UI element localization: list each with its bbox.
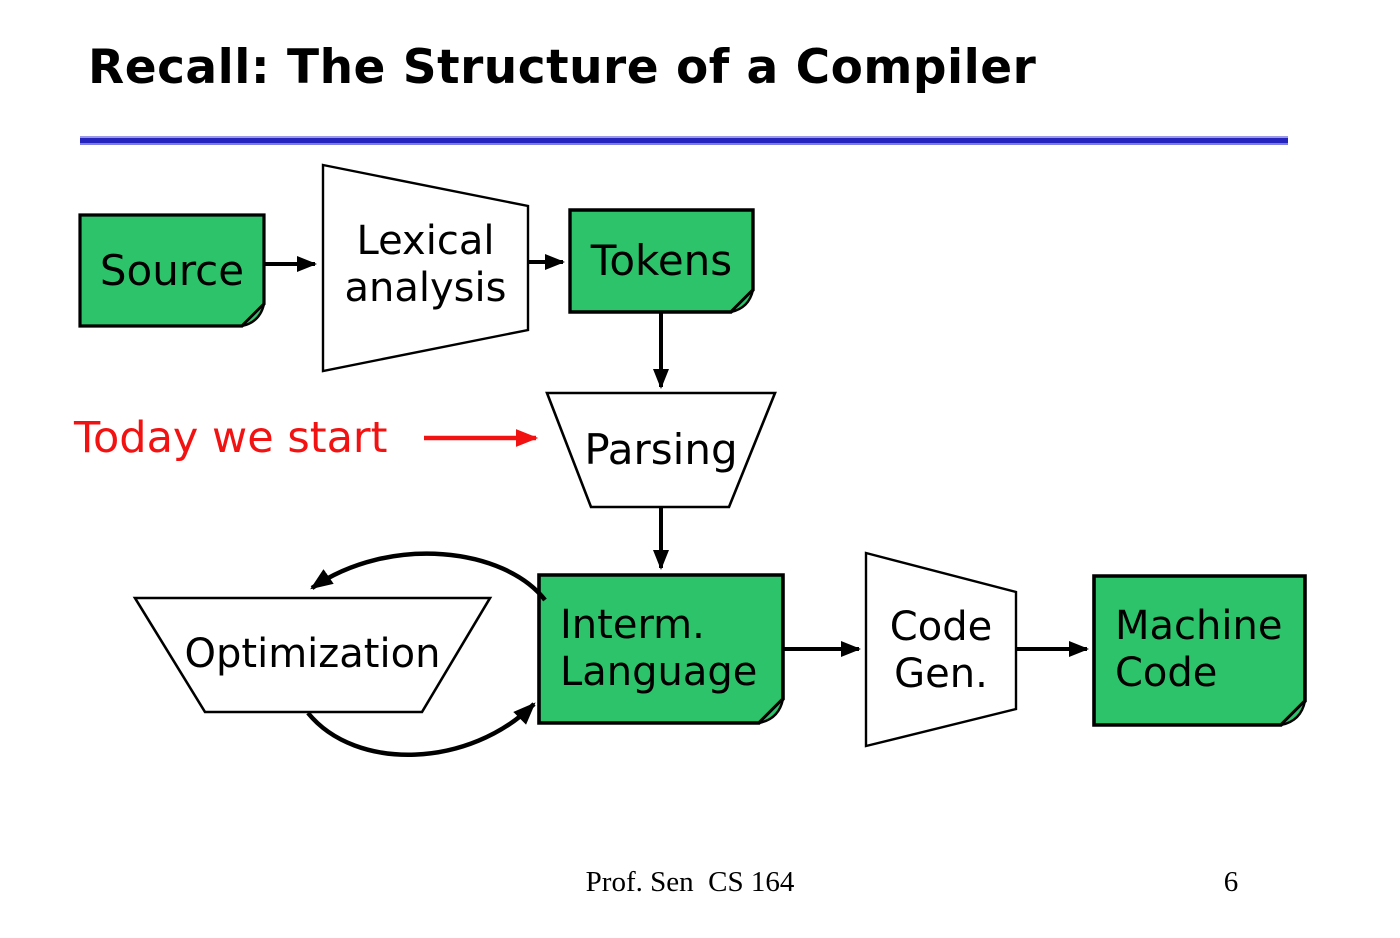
source-label: Source [99, 245, 245, 295]
slide-title: Recall: The Structure of a Compiler [88, 40, 1037, 95]
optimization-node-shape [132, 596, 493, 714]
parsing-label: Parsing [584, 425, 738, 475]
tokens-label: Tokens [590, 236, 733, 286]
parsing-node-shape [545, 391, 777, 509]
page-number: 6 [1223, 866, 1239, 898]
today-we-start-annotation: Today we start [74, 413, 388, 463]
lexical-analysis-node-shape [321, 163, 530, 373]
code-gen-node-shape [864, 551, 1018, 748]
title-underline-rule [80, 136, 1288, 145]
machine-code-folded-corner [1279, 699, 1307, 727]
machine-code-label: Machine Code [1115, 602, 1283, 696]
optimization-label: Optimization [184, 631, 441, 678]
footer-author-course: Prof. Sen CS 164 [585, 866, 795, 898]
tokens-folded-corner [729, 288, 755, 314]
arrow-interm-to-optimization-curve [310, 551, 547, 602]
interm-language-label: Interm. Language [560, 601, 758, 695]
code-gen-label: Code Gen. [889, 603, 993, 697]
lexical-label: Lexical analysis [344, 217, 507, 311]
arrow-optimization-to-interm-curve [306, 702, 536, 758]
source-folded-corner [240, 302, 266, 328]
interm-language-folded-corner [757, 697, 785, 725]
